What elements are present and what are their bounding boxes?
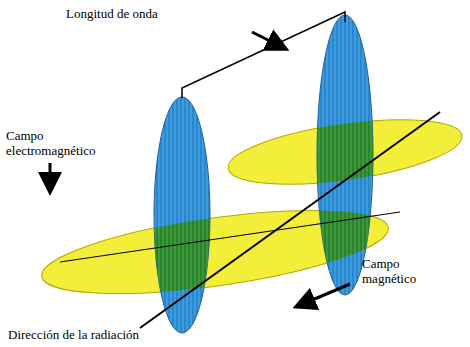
direction-label: Dirección de la radiación xyxy=(8,327,208,342)
magnetic-field-label: Campo magnético xyxy=(362,256,442,286)
wavelength-label: Longitud de onda xyxy=(66,6,206,21)
electric-field-label: Campo electromagnético xyxy=(6,128,114,158)
